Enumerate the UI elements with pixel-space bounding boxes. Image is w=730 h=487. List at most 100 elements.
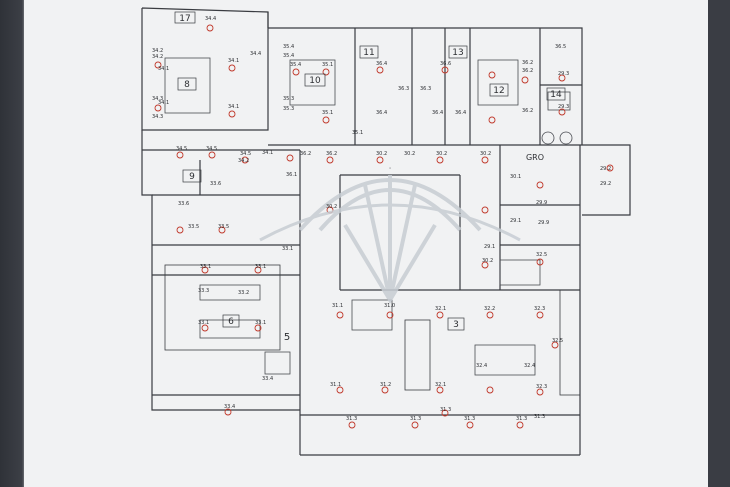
spot-level: 34.1 <box>262 150 273 156</box>
spot-level: 36.2 <box>326 151 337 157</box>
spot-level: 36.5 <box>555 44 566 50</box>
room-gro: GRO <box>526 153 544 162</box>
furniture <box>164 57 573 376</box>
spot-level: 33.6 <box>210 181 221 187</box>
spot-level: 35.4 <box>283 44 294 50</box>
spot-level: 31.1 <box>332 303 343 309</box>
spot-level: 35.3 <box>283 96 294 102</box>
spot-level: 32.5 <box>536 252 547 258</box>
spot-level: 31.3 <box>464 416 475 422</box>
spot-level: 35.1 <box>322 110 333 116</box>
spot-level: 31.3 <box>516 416 527 422</box>
spot-level: 30.2 <box>404 151 415 157</box>
spot-level: 35.4 <box>283 53 294 59</box>
spot-level: 32.4 <box>476 363 487 369</box>
spot-level: 34.1 <box>228 58 239 64</box>
room-14: 14 <box>550 90 562 100</box>
spot-level: 36.6 <box>440 61 451 67</box>
spot-level: 34.5 <box>206 146 217 152</box>
spot-level: 30.1 <box>510 174 521 180</box>
spot-level: 36.3 <box>398 86 409 92</box>
spot-level: 32.1 <box>435 306 446 312</box>
room-9: 9 <box>189 172 195 182</box>
spot-level: 33.5 <box>188 224 199 230</box>
room-10: 10 <box>309 76 321 86</box>
spot-level: 31.3 <box>534 414 545 420</box>
spot-level: 29.3 <box>558 104 569 110</box>
room-3: 3 <box>453 320 459 330</box>
spot-level: 33.4 <box>224 404 235 410</box>
spot-level: 35.3 <box>283 106 294 112</box>
spot-level: 36.4 <box>376 61 387 67</box>
spot-level: 33.1 <box>282 246 293 252</box>
spot-level: 36.2 <box>522 108 533 114</box>
spot-level: 29.1 <box>484 244 495 250</box>
spot-level: 34.1 <box>228 104 239 110</box>
spot-level: 30.2 <box>326 204 337 210</box>
spot-level: 34.4 <box>205 16 216 22</box>
spot-level: 36.4 <box>432 110 443 116</box>
spot-level: 31.1 <box>330 382 341 388</box>
spot-level: 35.4 <box>290 62 301 68</box>
room-5: 5 <box>284 332 290 343</box>
spot-level: 34.3 <box>152 96 163 102</box>
spot-level: 29.3 <box>558 71 569 77</box>
spot-level: 33.1 <box>198 320 209 326</box>
spot-level: 33.1 <box>200 264 211 270</box>
spot-level: 29.9 <box>538 220 549 226</box>
spot-level: 32.2 <box>484 306 495 312</box>
spot-level: 29.9 <box>536 200 547 206</box>
spot-level: 33.6 <box>178 201 189 207</box>
spot-level: 29.1 <box>510 218 521 224</box>
room-6: 6 <box>228 317 234 327</box>
spot-level: 34.5 <box>240 151 251 157</box>
room-13: 13 <box>452 48 463 58</box>
walls <box>141 7 631 456</box>
spot-level: 34.2 <box>238 158 249 164</box>
room-8: 8 <box>184 80 190 90</box>
spot-level: 33.2 <box>238 290 249 296</box>
spot-level: 35.1 <box>322 62 333 68</box>
spot-level: 29.2 <box>600 166 611 172</box>
spot-level: 34.2 <box>152 48 163 54</box>
spot-level: 31.3 <box>346 416 357 422</box>
spot-level: 36.2 <box>522 68 533 74</box>
spot-level: 34.5 <box>176 146 187 152</box>
spot-level: 31.3 <box>410 416 421 422</box>
spot-level: 34.1 <box>158 100 169 106</box>
spot-level: 36.3 <box>420 86 431 92</box>
spot-level: 33.1 <box>255 264 266 270</box>
spot-level: 36.2 <box>300 151 311 157</box>
spot-level: 34.1 <box>158 66 169 72</box>
spot-level: 32.3 <box>534 306 545 312</box>
spot-level: 30.2 <box>376 151 387 157</box>
spot-level: 36.2 <box>522 60 533 66</box>
spot-level-labels: 34.434.234.234.134.134.134.334.334.134.4… <box>152 16 611 422</box>
spot-level: 34.3 <box>152 114 163 120</box>
room-12: 12 <box>493 86 504 96</box>
spot-level: 31.2 <box>380 382 391 388</box>
spot-level: 36.4 <box>455 110 466 116</box>
spot-level: 32.3 <box>536 384 547 390</box>
spot-level: 33.1 <box>255 320 266 326</box>
spot-level: 34.4 <box>250 51 261 57</box>
spot-level: 30.2 <box>482 258 493 264</box>
watermark-logo <box>259 175 521 304</box>
room-11: 11 <box>363 48 374 58</box>
spot-level: 33.3 <box>198 288 209 294</box>
spot-level: 35.1 <box>352 130 363 136</box>
spot-level: 36.1 <box>286 172 297 178</box>
spot-level: 31.0 <box>384 303 395 309</box>
spot-level: 32.5 <box>552 338 563 344</box>
spot-level: 33.4 <box>262 376 273 382</box>
spot-level: 29.2 <box>600 181 611 187</box>
spot-level: 36.4 <box>376 110 387 116</box>
spot-level: 30.2 <box>436 151 447 157</box>
spot-level: 34.2 <box>152 54 163 60</box>
room-17: 17 <box>179 14 190 24</box>
room-numbers: 17 8 9 10 11 13 12 14 6 5 3 GRO <box>174 11 566 343</box>
spot-level: 33.5 <box>218 224 229 230</box>
spot-level: 31.3 <box>440 407 451 413</box>
